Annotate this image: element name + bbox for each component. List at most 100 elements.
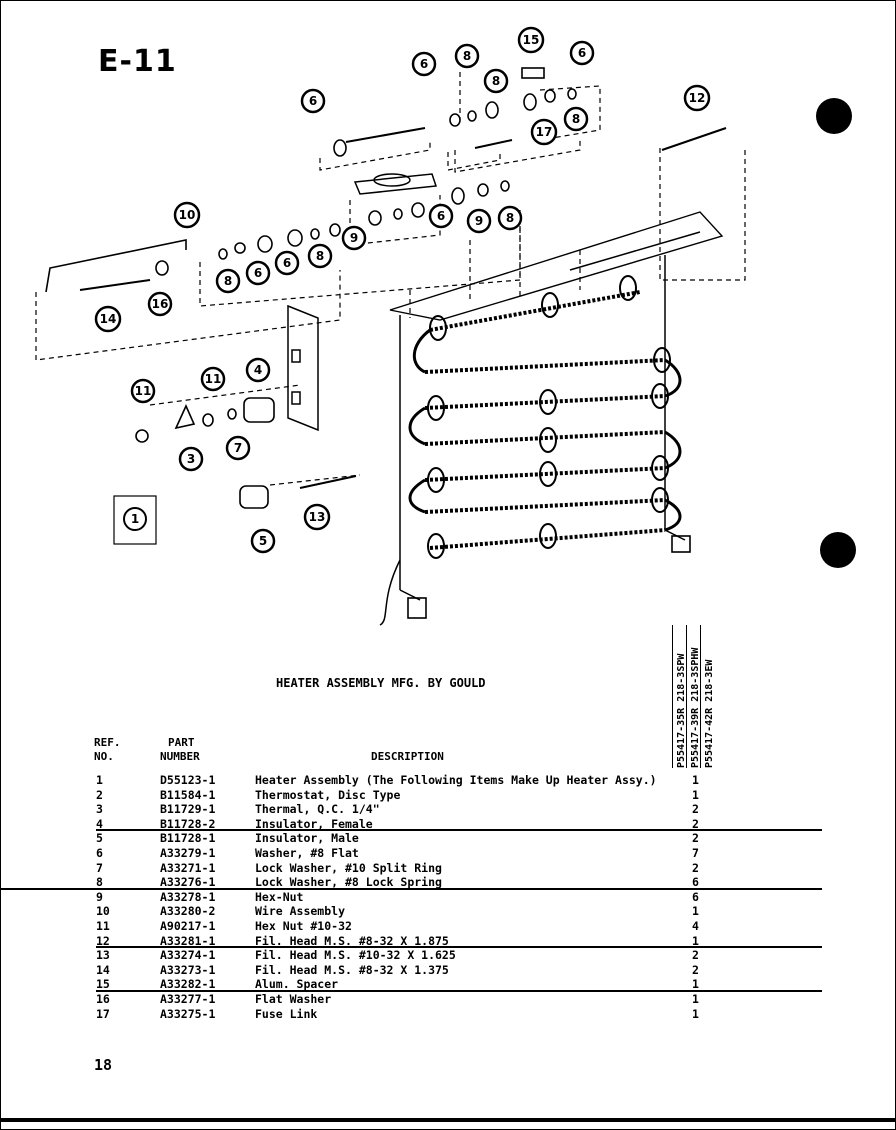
model-column-3: P55417-42R 218-3EW [704,659,715,768]
quantity-cell: 6 [692,875,699,890]
ref-cell: 7 [96,860,103,875]
table-rule-4 [96,990,822,992]
description-cell: Insulator, Male [255,831,359,846]
callout-6d: 6 [245,260,271,286]
description-cell: Washer, #8 Flat [255,846,359,860]
part-number-cell: A33280-2 [160,904,216,919]
exploded-parts-diagram: 1 16 3 4 5 6 7 8 9 10 11 11 12 13 14 15 … [35,26,746,626]
ref-cell: 10 [96,904,110,919]
part-number-cell: B11729-1 [160,802,216,817]
description-cell: Flat Washer [255,992,332,1006]
quantity-cell: 2 [692,802,699,817]
part-number-cell: A33279-1 [160,846,216,860]
callout-13: 13 [303,503,331,531]
callout-10: 10 [173,201,201,229]
quantity-cell: 2 [692,962,699,977]
binder-hole-top [816,98,852,134]
ref-cell: 8 [96,875,103,890]
description-cell: Insulator, Female [255,816,373,831]
callout-11a: 11 [130,378,156,404]
quantity-cell: 1 [692,977,699,992]
scan-edge [0,1118,896,1122]
description-cell: Fil. Head M.S. #8-32 X 1.375 [255,962,449,977]
description-cell: Fil. Head M.S. #8-32 X 1.875 [255,933,449,948]
callout-15: 15 [517,26,545,54]
callout-17: 17 [530,118,558,146]
svg-text:12: 12 [689,91,706,105]
model-divider-1 [672,625,673,768]
part-number-cell: A33277-1 [160,992,216,1006]
part-number-cell: B11728-1 [160,831,216,846]
callout-9: 9 [341,225,367,251]
callout-7: 7 [225,435,251,461]
quantity-cell: 2 [692,816,699,831]
table-row: 5 B11728-1 Insulator, Male 2 [0,831,896,845]
callout-16: 8 [483,68,509,94]
quantity-cell: 6 [692,889,699,904]
svg-text:9: 9 [350,231,358,245]
svg-text:6: 6 [420,57,428,71]
quantity-cell: 1 [692,933,699,948]
diagram-title: HEATER ASSEMBLY MFG. BY GOULD [276,676,486,690]
ref-cell: 5 [96,831,103,846]
part-number-cell: B11728-2 [160,816,216,831]
svg-text:9: 9 [475,214,483,228]
ref-cell: 12 [96,933,110,948]
quantity-cell: 1 [692,1006,699,1021]
svg-text:13: 13 [309,510,326,524]
part-number-cell: A90217-1 [160,919,216,933]
quantity-cell: 4 [692,919,699,933]
callout-8b: 8 [563,106,589,132]
callout-4: 4 [245,357,271,383]
part-number-cell: A33274-1 [160,948,216,963]
part-number-cell: A33276-1 [160,875,216,890]
ref-cell: 17 [96,1006,110,1021]
ref-cell: 6 [96,846,103,860]
description-cell: Alum. Spacer [255,977,339,992]
table-rule-1 [96,829,822,831]
quantity-cell: 2 [692,831,699,846]
callout-6e: 6 [274,250,300,276]
svg-text:8: 8 [572,112,580,126]
part-number-cell: A33282-1 [160,977,216,992]
description-cell: Lock Washer, #10 Split Ring [255,860,442,875]
quantity-cell: 1 [692,992,699,1006]
page-id: E-11 [98,44,177,79]
svg-text:16: 16 [152,297,169,311]
callout-14: 14 [94,305,122,333]
table-rule-3 [96,946,822,948]
callout-11b: 11 [200,366,226,392]
description-cell: Fil. Head M.S. #10-32 X 1.625 [255,948,456,963]
ref-cell: 9 [96,889,103,904]
callout-5: 5 [250,528,276,554]
description-cell: Thermostat, Disc Type [255,787,401,802]
callout-8: 8 [454,43,480,69]
model-divider-3 [700,625,701,768]
description-cell: Thermal, Q.C. 1/4" [255,802,380,817]
callout-6f: 6 [428,203,454,229]
callout-12: 12 [683,84,711,112]
ref-cell: 1 [96,773,103,787]
part-number-cell: A33273-1 [160,962,216,977]
svg-text:6: 6 [309,94,317,108]
svg-text:8: 8 [316,249,324,263]
quantity-cell: 1 [692,904,699,919]
svg-text:8: 8 [224,274,232,288]
ref-cell: 4 [96,816,103,831]
callout-2: 16 [147,291,173,317]
svg-text:3: 3 [187,452,195,466]
callout-9b: 9 [466,208,492,234]
svg-text:8: 8 [492,74,500,88]
ref-cell: 13 [96,948,110,963]
svg-text:8: 8 [506,211,514,225]
svg-text:6: 6 [578,46,586,60]
svg-text:15: 15 [523,33,540,47]
